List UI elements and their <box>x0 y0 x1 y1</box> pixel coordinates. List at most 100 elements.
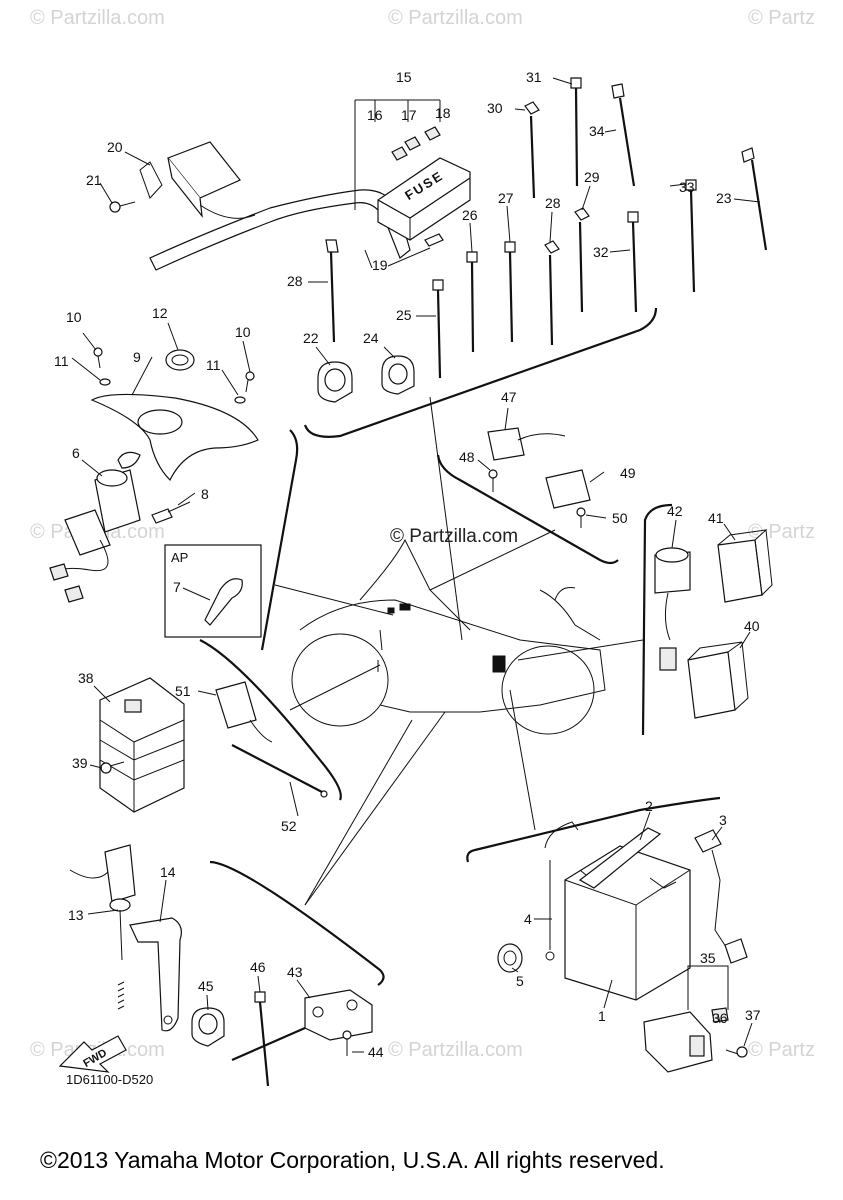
cable-tie-46 <box>254 991 270 1087</box>
switch-47 <box>487 427 566 461</box>
callout-10-left: 10 <box>66 309 82 325</box>
callout-41: 41 <box>708 510 724 526</box>
callout-17: 17 <box>401 107 417 123</box>
relay-41 <box>717 529 773 603</box>
callout-15: 15 <box>396 69 412 85</box>
switch-49 <box>545 469 591 509</box>
callout-4: 4 <box>524 911 532 927</box>
screw-48 <box>488 469 498 492</box>
callout-2: 2 <box>645 798 653 814</box>
callout-48: 48 <box>459 449 475 465</box>
bracket-rectifier-group <box>199 639 342 801</box>
callout-11-right: 11 <box>206 357 221 373</box>
washer-11-right <box>234 396 246 404</box>
clamp-45 <box>191 1007 225 1047</box>
leader-sidestand-a <box>304 719 413 906</box>
callout-33: 33 <box>679 179 695 195</box>
leader-sidestand-b <box>304 711 446 906</box>
diagram-code: 1D61100-D520 <box>66 1072 153 1087</box>
battery-band-2 <box>578 827 662 889</box>
fwd-arrow: FWD <box>58 1035 127 1073</box>
callout-46: 46 <box>250 959 266 975</box>
screw-44 <box>342 1030 352 1056</box>
watermark-top-right: © Partz <box>748 7 815 29</box>
callout-21: 21 <box>86 172 102 188</box>
screw-50 <box>576 507 586 528</box>
callout-37: 37 <box>745 1007 761 1023</box>
bracket-top-group <box>303 307 658 438</box>
washer-11-left <box>99 378 111 386</box>
watermark-mid-right: © Partz <box>748 521 815 543</box>
fuse-17 <box>404 136 421 151</box>
callout-24: 24 <box>363 330 379 346</box>
callout-14: 14 <box>160 864 176 880</box>
callout-1: 1 <box>598 1008 606 1024</box>
relay-42 <box>654 547 691 671</box>
leader-battery <box>509 689 536 831</box>
callout-50: 50 <box>612 510 628 526</box>
rectifier-regulator-38 <box>99 677 185 813</box>
starter-relay-35 <box>643 1011 713 1073</box>
copyright-notice: ©2013 Yamaha Motor Corporation, U.S.A. A… <box>40 1147 665 1173</box>
bracket-ignition-group <box>260 429 299 651</box>
callout-28-top: 28 <box>545 195 561 211</box>
relay-20 <box>139 141 256 219</box>
callout-52: 52 <box>281 818 297 834</box>
callout-19: 19 <box>372 257 388 273</box>
grommet-12 <box>165 349 195 371</box>
callout-9: 9 <box>133 349 141 365</box>
bolt-19 <box>424 233 444 247</box>
main-switch-6 <box>49 451 141 603</box>
bolt-10-left <box>93 347 103 369</box>
callout-44: 44 <box>368 1044 384 1060</box>
callout-7: 7 <box>173 579 181 595</box>
callout-12: 12 <box>152 305 168 321</box>
battery-lead-4 <box>544 821 579 961</box>
leader-switch <box>429 529 556 591</box>
ap-box-label: AP <box>171 550 188 565</box>
bolt-37 <box>725 1046 748 1058</box>
switch-13 <box>69 844 136 1010</box>
callout-34: 34 <box>589 123 605 139</box>
callout-47: 47 <box>501 389 517 405</box>
callout-6: 6 <box>72 445 80 461</box>
callout-13: 13 <box>68 907 84 923</box>
callout-23: 23 <box>716 190 732 206</box>
clamp-24 <box>381 355 415 395</box>
callout-5: 5 <box>516 973 524 989</box>
callout-8: 8 <box>201 486 209 502</box>
callout-38: 38 <box>78 670 94 686</box>
callout-3: 3 <box>719 812 727 828</box>
bracket-relay-group <box>641 503 673 736</box>
bracket-battery-group <box>466 796 721 863</box>
fuse-18 <box>424 126 441 141</box>
bolt-39 <box>100 761 125 774</box>
fuse-16 <box>391 146 408 161</box>
bolt-8 <box>151 501 191 524</box>
sensor-43 <box>231 989 373 1062</box>
battery-lead-3 <box>694 829 748 964</box>
callout-leaders <box>71 77 761 1053</box>
callout-40: 40 <box>744 618 760 634</box>
bolt-10-right <box>245 371 255 393</box>
callout-42: 42 <box>667 503 683 519</box>
leader-top <box>429 396 463 641</box>
callout-11-left: 11 <box>54 353 69 369</box>
callout-27: 27 <box>498 190 514 206</box>
watermark-bottom-center: © Partzilla.com <box>388 1039 523 1061</box>
bracket-sidestand-group <box>209 860 385 986</box>
callout-20: 20 <box>107 139 123 155</box>
watermark-top-center: © Partzilla.com <box>388 7 523 29</box>
callout-45: 45 <box>198 978 214 994</box>
callout-18: 18 <box>435 105 451 121</box>
watermark-bottom-right: © Partz <box>748 1039 815 1061</box>
callout-43: 43 <box>287 964 303 980</box>
leader-relay <box>517 639 644 661</box>
relay-40 <box>687 641 749 719</box>
wire-harness <box>149 189 411 271</box>
cable-ties-top <box>325 77 697 379</box>
fuse-bracket-15 <box>354 99 441 210</box>
ap-key-box: AP <box>164 544 262 638</box>
fuse-36 <box>711 1007 729 1023</box>
